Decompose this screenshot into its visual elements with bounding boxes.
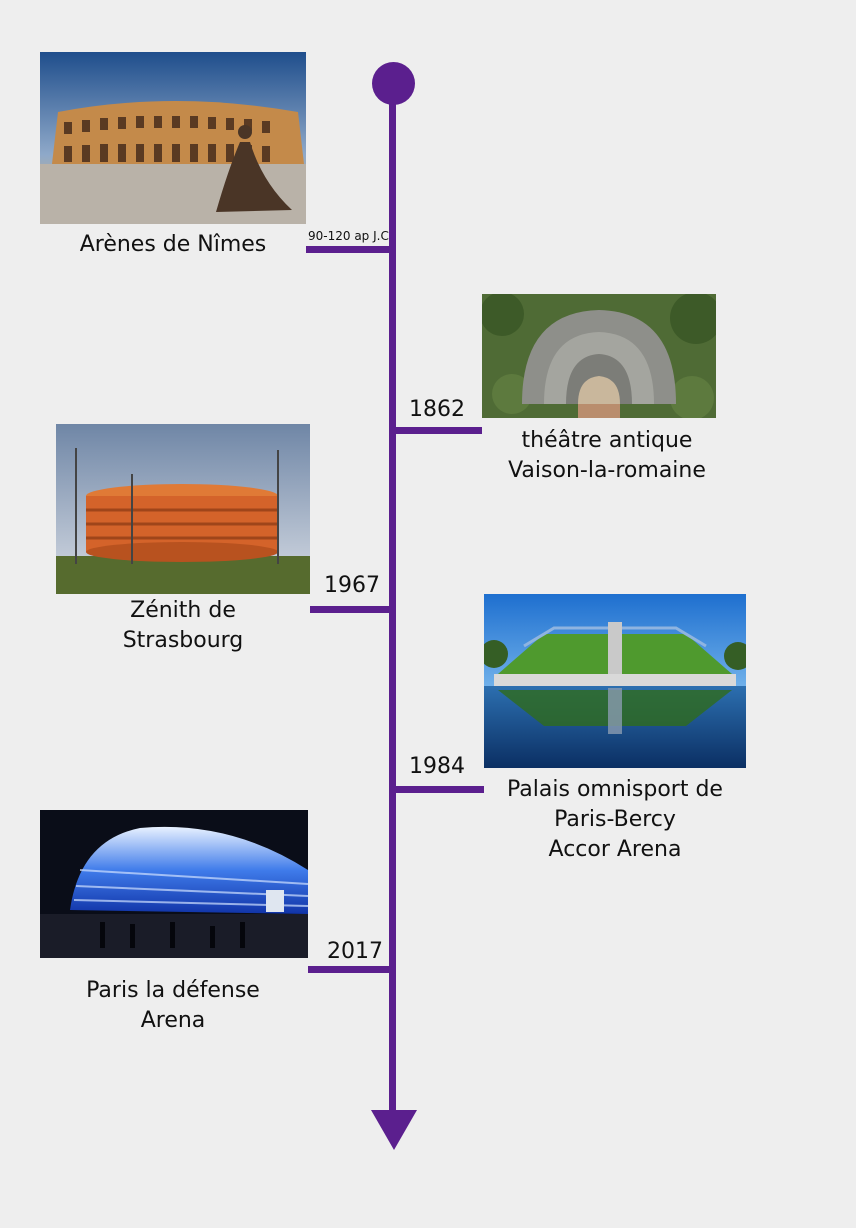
arenes-de-nimes-photo <box>40 52 306 224</box>
event-5-connector <box>308 966 392 973</box>
event-3-caption: Zénith de Strasbourg <box>122 598 244 653</box>
theatre-antique-photo <box>482 294 716 418</box>
zenith-strasbourg-photo <box>56 424 310 594</box>
event-5-caption: Paris la défense Arena <box>86 978 260 1033</box>
event-2-caption: théâtre antique Vaison-la-romaine <box>508 428 706 483</box>
event-5-date: 2017 <box>327 939 383 964</box>
event-1-date: 90-120 ap J.C <box>308 229 389 243</box>
timeline-end-arrow <box>371 1110 417 1150</box>
event-3-connector <box>310 606 392 613</box>
event-1-caption: Arènes de Nîmes <box>79 232 267 257</box>
event-2-date: 1862 <box>409 397 465 422</box>
timeline-axis <box>389 84 396 1120</box>
timeline-start-dot <box>372 62 415 105</box>
paris-la-defense-arena-photo <box>40 810 308 958</box>
event-3-date: 1967 <box>324 573 380 598</box>
event-1-connector <box>306 246 392 253</box>
event-2-connector <box>392 427 482 434</box>
event-4-date: 1984 <box>409 754 465 779</box>
bercy-arena-photo <box>484 594 746 768</box>
event-4-connector <box>392 786 484 793</box>
event-4-caption: Palais omnisport de Paris-Bercy Accor Ar… <box>507 777 723 862</box>
